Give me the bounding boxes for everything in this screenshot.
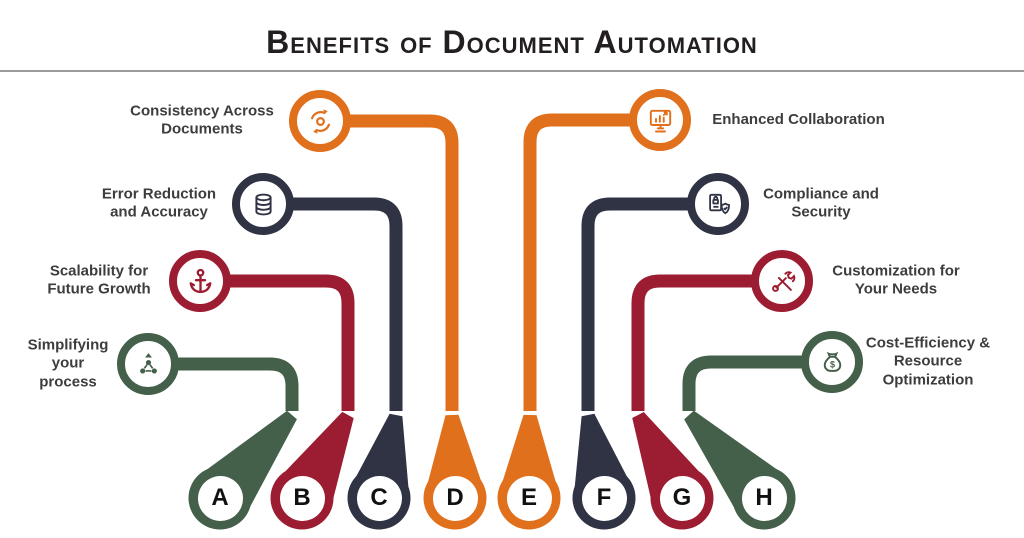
letter-badge-E: E (506, 475, 552, 521)
benefit-label-A: Simplifying your process (27, 336, 109, 391)
connector-line-B (224, 274, 355, 411)
connector-line-F (581, 197, 694, 411)
letter-badge-F: F (581, 475, 627, 521)
compliance-shield-icon (708, 193, 730, 214)
connector-line-E (523, 113, 636, 411)
letter-badge-D: D (432, 475, 478, 521)
benefit-label-B: Scalability for Future Growth (47, 262, 151, 298)
letter-badge-B: B (279, 475, 325, 521)
icon-ring-B (169, 250, 231, 312)
icon-ring-H: $ (801, 331, 863, 393)
money-bag-icon: $ (823, 351, 841, 372)
benefit-label-E: Enhanced Collaboration (712, 110, 885, 128)
svg-text:$: $ (829, 359, 834, 369)
page-title: Benefits of Document Automation (266, 24, 758, 60)
connector-line-G (631, 274, 758, 411)
benefit-label-G: Customization for Your Needs (832, 262, 960, 298)
icon-ring-C (232, 173, 294, 235)
connector-line-C (287, 197, 403, 411)
connector-line-A (172, 357, 299, 411)
letter-badge-H: H (741, 475, 787, 521)
letter-badge-C: C (356, 475, 402, 521)
title-divider (0, 70, 1024, 72)
letter-badge-G: G (659, 475, 705, 521)
benefit-label-D: Consistency Across Documents (130, 102, 274, 138)
anchor-icon (189, 268, 211, 293)
tools-icon (771, 270, 795, 292)
process-pyramid-icon (139, 352, 157, 374)
icon-ring-E (629, 89, 691, 151)
icon-ring-F (687, 173, 749, 235)
monitor-chart-icon (649, 109, 671, 132)
icon-ring-D (289, 90, 351, 152)
database-icon (254, 193, 272, 215)
sync-arrows-icon (310, 108, 330, 134)
connector-line-D (344, 114, 459, 411)
connector-line-H (682, 355, 808, 411)
benefit-label-H: Cost-Efficiency & Resource Optimization (865, 334, 991, 389)
benefit-label-C: Error Reduction and Accuracy (101, 185, 217, 221)
letter-badge-A: A (197, 475, 243, 521)
icon-ring-A (117, 333, 179, 395)
benefit-label-F: Compliance and Security (763, 185, 879, 221)
icon-ring-G (751, 250, 813, 312)
